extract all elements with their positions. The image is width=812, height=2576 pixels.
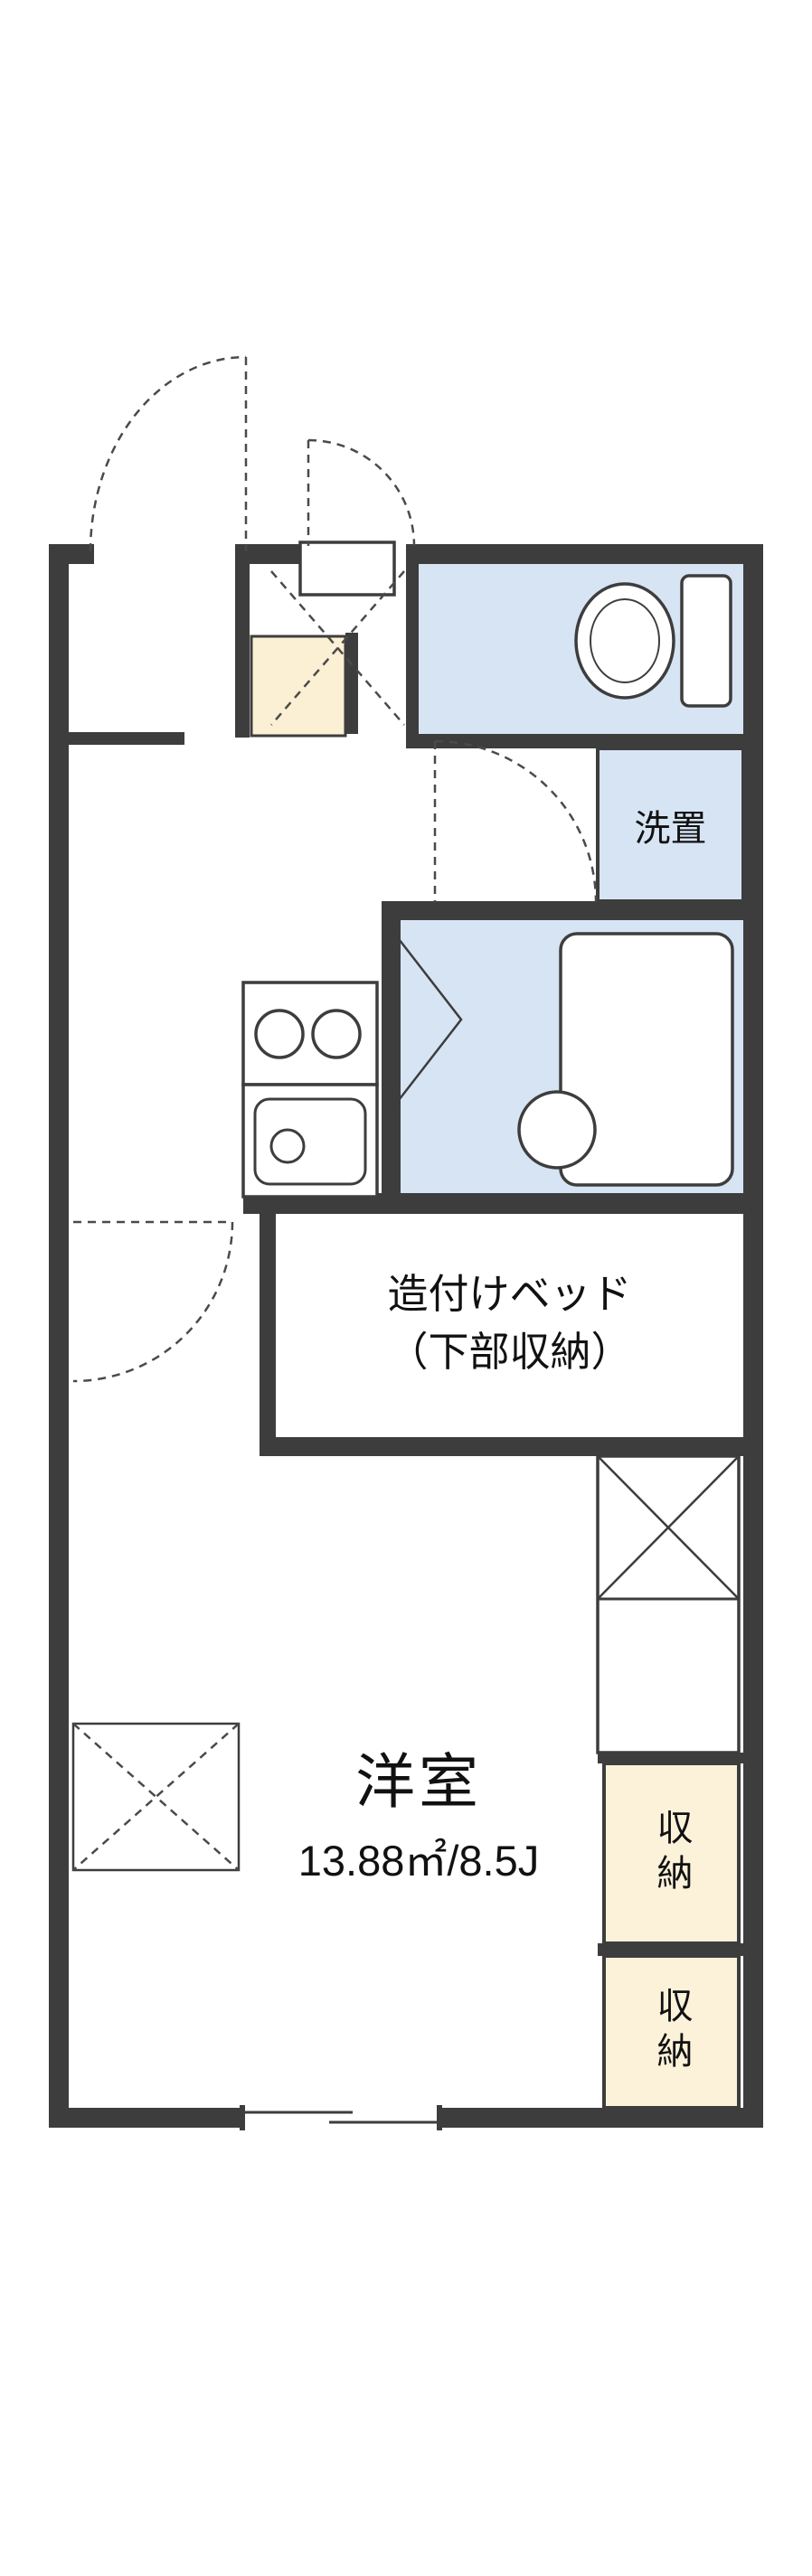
dashed-box-diagonal-2 bbox=[72, 1723, 240, 1871]
dashed-fixture bbox=[71, 1722, 241, 1872]
dashed-box bbox=[71, 1722, 241, 1872]
room-door bbox=[72, 1220, 234, 1383]
entry-step bbox=[298, 541, 396, 597]
burner-right bbox=[311, 1009, 362, 1059]
balcony-window bbox=[240, 2105, 442, 2130]
shelf-column bbox=[596, 1454, 741, 1754]
entry-door-swing-arc bbox=[89, 355, 247, 552]
genkan-floor bbox=[250, 635, 347, 738]
bottom-wall-left bbox=[49, 2108, 243, 2128]
storage-lower-label: 収納 bbox=[651, 1987, 692, 2077]
toilet-tank bbox=[680, 574, 732, 708]
washer-space-label: 洗置 bbox=[634, 808, 707, 849]
sink-drain bbox=[269, 1128, 306, 1164]
built-in-bed-label: 造付けベッド （下部収納） bbox=[276, 1265, 743, 1381]
genkan-side-wall bbox=[235, 544, 250, 738]
washroom-door bbox=[433, 739, 598, 903]
bed-bottom-wall bbox=[260, 1437, 743, 1456]
bath-drain-circle bbox=[517, 1090, 597, 1170]
bed-side-wall bbox=[260, 1214, 276, 1456]
main-room-size: 13.88㎡/8.5J bbox=[297, 1837, 540, 1885]
shelf-unit bbox=[596, 1454, 741, 1754]
storage-divider-wall bbox=[598, 1943, 743, 1956]
meterbox-door-swing-arc bbox=[307, 438, 416, 547]
top-wall-left bbox=[49, 544, 94, 564]
main-room-name: 洋室 bbox=[355, 1748, 482, 1815]
window-cap-right bbox=[437, 2105, 442, 2130]
storage-upper-box bbox=[602, 1762, 741, 1945]
dashed-box-diagonal-1 bbox=[72, 1723, 240, 1871]
top-wall-mid bbox=[241, 544, 304, 564]
room-door-swing-arc bbox=[72, 1221, 234, 1383]
left-wall bbox=[49, 544, 69, 2128]
bottom-wall-right bbox=[439, 2108, 763, 2128]
burner-left bbox=[254, 1009, 305, 1059]
genkan-lower-wall bbox=[49, 732, 184, 745]
toilet-bottom-wall bbox=[406, 734, 743, 748]
entry-hatch-line-2 bbox=[270, 570, 405, 726]
toilet-area bbox=[574, 574, 732, 708]
storage-upper-label: 収納 bbox=[651, 1808, 692, 1899]
bathroom-area bbox=[389, 926, 734, 1187]
built-in-bed-label-line2: （下部収納） bbox=[387, 1328, 632, 1375]
bathroom-side-wall bbox=[382, 901, 401, 1214]
genkan-stub-wall bbox=[345, 633, 358, 734]
toilet-side-wall bbox=[406, 544, 419, 748]
top-wall-right bbox=[414, 544, 763, 564]
walls bbox=[49, 544, 763, 2128]
shelf-cross-line-2 bbox=[597, 1455, 740, 1600]
window-cap-left bbox=[240, 2105, 245, 2130]
washroom-door-swing-arc bbox=[434, 739, 598, 903]
shelf-top-stub-wall bbox=[598, 1753, 743, 1763]
toilet-seat-line bbox=[590, 598, 660, 683]
kitchen-area bbox=[241, 981, 379, 1199]
right-wall bbox=[743, 544, 763, 2128]
bathroom-top-wall bbox=[382, 901, 743, 920]
sink-basin bbox=[253, 1097, 367, 1186]
sink-unit bbox=[241, 1083, 379, 1199]
entry-area bbox=[89, 355, 416, 726]
built-in-bed-label-line1: 造付けベッド bbox=[387, 1271, 632, 1317]
bath-folding-door-mark bbox=[389, 926, 463, 1113]
bathtub bbox=[559, 932, 734, 1187]
